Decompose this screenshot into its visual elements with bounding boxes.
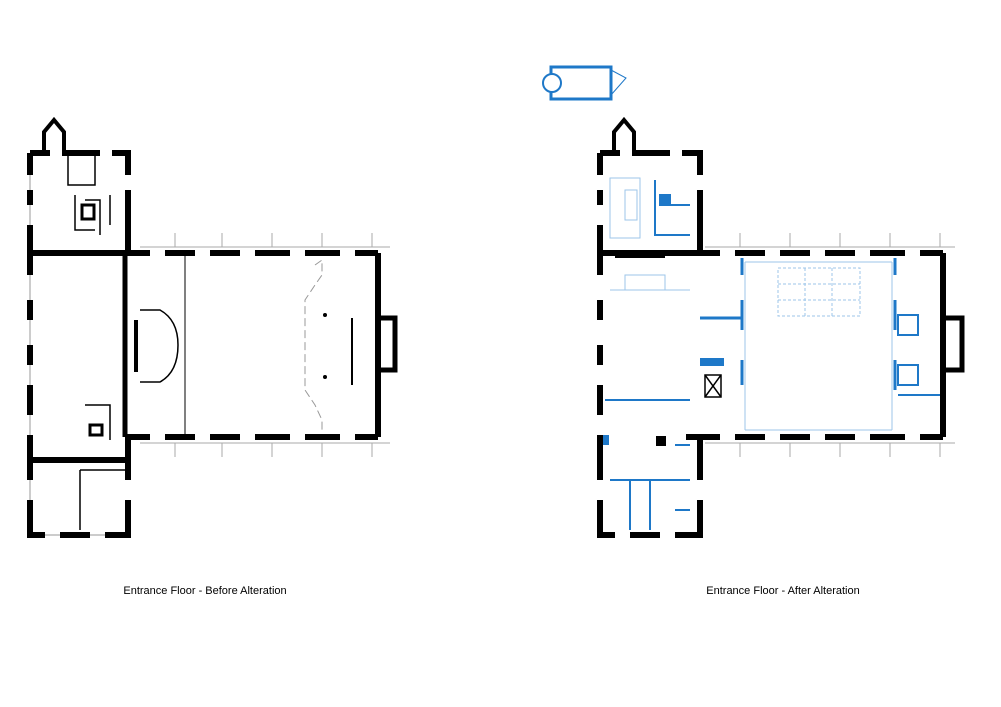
north-porch [42,116,66,153]
new-hall-light [744,261,893,431]
new-south-rooms [605,399,690,530]
podium [134,309,179,383]
east-rooms [897,314,940,396]
caption-before: Entrance Floor - Before Alteration [123,585,287,597]
stage-outline [304,259,323,432]
main-hall-walls [122,250,381,440]
plan-before [26,116,398,539]
ceiling-grid [777,267,861,317]
north-rooms [67,153,111,235]
main-hall-piers [140,233,390,457]
main-hall-windows [150,249,355,441]
west-wing-window-glass [29,175,105,536]
after-west-wing-walls [597,150,703,538]
new-north-walls [654,180,690,236]
plan-after [542,65,965,539]
after-main-hall-walls [686,250,946,440]
new-hall-walls [700,258,897,390]
south-stair [79,404,128,530]
west-wing-windows [26,149,132,539]
after-east-porch [943,315,965,373]
elevator [704,374,722,398]
west-wing-walls [27,150,131,538]
east-porch [378,315,398,373]
new-pavilion [542,65,627,101]
new-north-rooms [609,177,690,291]
after-north-porch [612,116,636,153]
caption-after: Entrance Floor - After Alteration [706,585,860,597]
